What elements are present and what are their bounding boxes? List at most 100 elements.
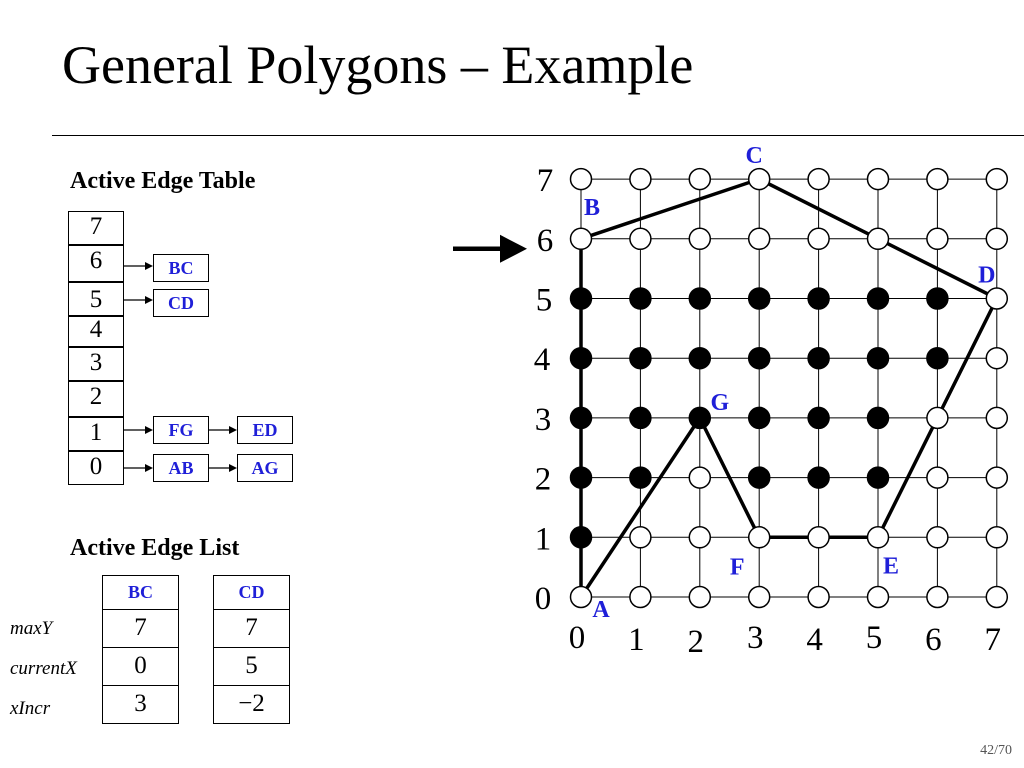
vertex-label-d: D (978, 263, 995, 289)
aet-arrow-head (229, 464, 237, 472)
y-axis-tick-label: 6 (537, 223, 554, 259)
ael-cell-maxy: 7 (103, 609, 178, 647)
empty-pixel (688, 167, 712, 191)
filled-pixel (747, 287, 771, 310)
y-axis-tick-label: 5 (536, 283, 553, 319)
empty-pixel (629, 526, 652, 549)
filled-pixel (807, 346, 830, 370)
empty-pixel (747, 167, 771, 191)
empty-pixel (629, 167, 652, 191)
ael-cell-currentx: 5 (214, 647, 289, 685)
filled-pixel (747, 346, 771, 370)
filled-pixel (807, 406, 830, 430)
empty-pixel (866, 227, 890, 251)
filled-pixel (926, 287, 949, 310)
empty-pixel (688, 526, 712, 549)
filled-pixel (866, 287, 890, 310)
empty-pixel (926, 406, 949, 430)
empty-pixel (688, 466, 712, 489)
filled-pixel (866, 466, 890, 489)
empty-pixel (985, 526, 1009, 549)
polygon-edge-fg (698, 416, 761, 540)
empty-pixel (926, 466, 949, 489)
aet-arrow-head (145, 464, 153, 472)
filled-pixel (569, 346, 593, 370)
vertex-label-c: C (746, 143, 763, 169)
ael-cell-xincr: −2 (214, 685, 289, 723)
y-axis-tick-label: 4 (534, 342, 551, 378)
aet-row-label: 7 (68, 211, 124, 245)
aet-arrow-head (145, 426, 153, 434)
ael-row-label-currentx: currentX (10, 658, 77, 679)
filled-pixel (688, 287, 712, 310)
x-axis-tick-label: 4 (806, 622, 823, 658)
empty-pixel (807, 167, 830, 191)
aet-row-label: 2 (68, 381, 124, 417)
empty-pixel (866, 585, 890, 609)
empty-pixel (985, 287, 1009, 310)
ael-column-header: CD (238, 582, 265, 602)
y-axis-tick-label: 3 (535, 402, 552, 438)
x-axis-tick-label: 5 (866, 620, 883, 656)
y-axis-tick-label: 2 (535, 462, 552, 498)
filled-pixel (629, 466, 652, 489)
filled-pixel (926, 346, 949, 370)
empty-pixel (688, 585, 712, 609)
aet-arrow-head (145, 262, 153, 270)
filled-pixel (688, 346, 712, 370)
current-scanline-arrow-head (500, 234, 527, 263)
active-edge-table-heading: Active Edge Table (70, 168, 256, 194)
x-axis-tick-label: 0 (569, 620, 586, 656)
aet-edge-bc: BC (153, 254, 209, 282)
filled-pixel (866, 406, 890, 430)
aet-arrow-head (145, 296, 153, 304)
title-divider (52, 135, 1024, 136)
aet-row-label: 5 (68, 282, 124, 316)
empty-pixel (629, 585, 652, 609)
empty-pixel (747, 585, 771, 609)
vertex-label-f: F (730, 554, 745, 580)
aet-row-label: 0 (68, 451, 124, 485)
filled-pixel (688, 406, 712, 430)
filled-pixel (569, 526, 593, 549)
filled-pixel (629, 406, 652, 430)
page-number: 42/70 (980, 743, 1012, 758)
filled-pixel (629, 346, 652, 370)
polygon-edge-bc (579, 177, 761, 241)
filled-pixel (747, 466, 771, 489)
ael-cell-xincr: 3 (103, 685, 178, 723)
empty-pixel (807, 526, 830, 549)
filled-pixel (629, 287, 652, 310)
filled-pixel (569, 466, 593, 489)
ael-cell-currentx: 0 (103, 647, 178, 685)
aet-edge-ag: AG (237, 454, 293, 482)
filled-pixel (807, 466, 830, 489)
x-axis-tick-label: 2 (688, 624, 705, 660)
x-axis-tick-label: 3 (747, 620, 764, 656)
ael-column-header: BC (127, 582, 153, 602)
filled-pixel (569, 287, 593, 310)
empty-pixel (569, 585, 593, 609)
empty-pixel (926, 526, 949, 549)
aet-row-label: 6 (68, 245, 124, 282)
aet-row-label: 4 (68, 316, 124, 347)
aet-edge-ed: ED (237, 416, 293, 444)
vertex-label-g: G (710, 390, 729, 416)
empty-pixel (985, 346, 1009, 370)
empty-pixel (688, 227, 712, 251)
aet-row-label: 3 (68, 347, 124, 381)
empty-pixel (985, 406, 1009, 430)
empty-pixel (926, 227, 949, 251)
active-edge-list-heading: Active Edge List (70, 535, 240, 561)
empty-pixel (569, 167, 593, 191)
empty-pixel (747, 526, 771, 549)
empty-pixel (926, 585, 949, 609)
filled-pixel (569, 406, 593, 430)
empty-pixel (985, 585, 1009, 609)
vertex-label-e: E (883, 553, 899, 579)
vertex-label-b: B (584, 195, 600, 221)
y-axis-tick-label: 7 (537, 163, 554, 199)
x-axis-tick-label: 7 (985, 622, 1002, 658)
empty-pixel (926, 167, 949, 191)
